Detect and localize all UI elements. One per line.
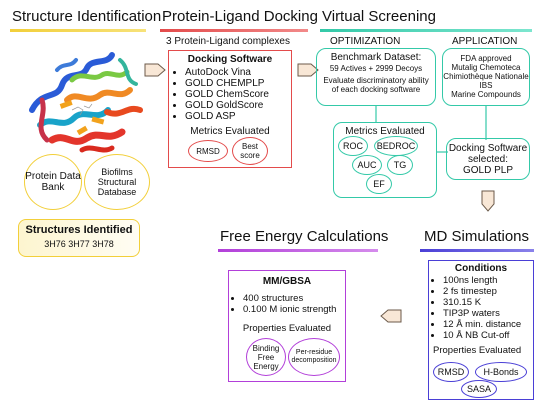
biofilms-database-label: Biofilms Structural Database <box>97 167 137 197</box>
metric-roc-label: ROC <box>343 141 363 151</box>
application-item: Mutalig Chemoteca <box>451 63 521 72</box>
md-properties-title: Properties Evaluated <box>433 345 522 356</box>
md-condition-item: 310.15 K <box>443 297 533 308</box>
arrow-left-icon <box>380 309 402 323</box>
selected-software-line: selected: <box>467 154 509 165</box>
protein-structure-image <box>29 52 143 153</box>
per-residue-oval: Per-residue decomposition <box>288 338 340 376</box>
metric-tg-label: TG <box>393 160 407 170</box>
structure-title: Structure Identification <box>12 8 162 25</box>
metric-tg-oval: TG <box>387 155 413 175</box>
structure-title-underline <box>10 29 146 32</box>
docking-title-underline <box>160 29 308 32</box>
connector-lines <box>375 106 487 140</box>
md-title: MD Simulations <box>424 228 530 245</box>
md-prop-rmsd-label: RMSD <box>437 367 465 377</box>
md-conditions-list: 100ns length 2 fs timestep 310.15 K TIP3… <box>431 275 533 341</box>
mmgbsa-item: 0.100 M ionic strength <box>243 304 345 315</box>
benchmark-title: Benchmark Dataset: <box>330 52 422 63</box>
md-prop-hbonds-label: H-Bonds <box>483 367 519 377</box>
application-item: FDA approved <box>460 54 512 63</box>
application-libraries-box: FDA approved Mutalig Chemoteca Chimiothè… <box>442 48 530 106</box>
metric-best-score-oval: Best score <box>232 137 268 165</box>
selected-software-line: Docking Software <box>448 143 528 154</box>
arrow-right-icon <box>297 63 319 77</box>
md-condition-item: 2 fs timestep <box>443 286 533 297</box>
arrow-right-icon <box>144 63 166 77</box>
md-title-underline <box>420 249 534 252</box>
mmgbsa-item: 400 structures <box>243 293 345 304</box>
optimization-label: OPTIMIZATION <box>330 36 401 47</box>
docking-subtitle: 3 Protein-Ligand complexes <box>166 36 290 47</box>
application-item: Chimiothèque Nationale <box>443 72 529 81</box>
docking-title: Protein-Ligand Docking <box>162 8 318 25</box>
md-prop-rmsd-oval: RMSD <box>433 362 469 382</box>
binding-free-energy-oval: Binding Free Energy <box>246 338 286 376</box>
per-residue-label: Per-residue decomposition <box>291 349 337 364</box>
md-prop-sasa-oval: SASA <box>461 380 497 398</box>
benchmark-description: Evaluate discriminatory ability of each … <box>323 76 429 94</box>
metric-rmsd-label: RMSD <box>196 146 220 156</box>
biofilms-database-node: Biofilms Structural Database <box>84 154 150 210</box>
binding-free-energy-label: Binding Free Energy <box>252 343 280 371</box>
protein-data-bank-node: Protein Data Bank <box>24 154 82 210</box>
metric-rmsd-oval: RMSD <box>188 140 228 162</box>
protein-data-bank-label: Protein Data Bank <box>25 171 81 193</box>
free-energy-title: Free Energy Calculations <box>220 228 389 245</box>
structures-identified-title: Structures Identified <box>25 224 133 236</box>
docking-software-item: GOLD ASP <box>185 111 291 122</box>
docking-software-box: Docking Software AutoDock Vina GOLD CHEM… <box>168 50 292 168</box>
free-energy-title-underline <box>218 249 378 252</box>
docking-software-item: AutoDock Vina <box>185 67 291 78</box>
metric-bedroc-label: BEDROC <box>376 141 416 151</box>
docking-metrics-title: Metrics Evaluated <box>190 126 270 137</box>
md-condition-item: 10 Å NB Cut-off <box>443 330 533 341</box>
mmgbsa-title: MM/GBSA <box>262 276 312 287</box>
md-condition-item: TIP3P waters <box>443 308 533 319</box>
md-conditions-title: Conditions <box>454 263 508 274</box>
metric-best-score-label: Best score <box>240 142 260 160</box>
docking-software-item: GOLD ChemScore <box>185 89 291 100</box>
benchmark-dataset-box: Benchmark Dataset: 59 Actives + 2999 Dec… <box>316 48 436 106</box>
virtual-screening-title: Virtual Screening <box>322 8 436 25</box>
docking-software-item: GOLD CHEMPLP <box>185 78 291 89</box>
metric-bedroc-oval: BEDROC <box>374 136 418 156</box>
application-item: Marine Compounds <box>451 90 521 99</box>
application-item: IBS <box>479 81 493 90</box>
metric-roc-oval: ROC <box>338 136 368 156</box>
selected-software-name: GOLD PLP <box>462 165 514 176</box>
selected-software-box: Docking Software selected: GOLD PLP <box>446 138 530 180</box>
benchmark-counts: 59 Actives + 2999 Decoys <box>329 64 423 73</box>
structures-identified-ids: 3H76 3H77 3H78 <box>44 239 114 249</box>
metric-ef-oval: EF <box>366 174 392 194</box>
metric-auc-label: AUC <box>357 160 377 170</box>
metric-ef-label: EF <box>373 179 385 189</box>
virtual-title-underline <box>320 29 532 32</box>
arrow-down-icon <box>481 190 495 212</box>
structures-identified-box: Structures Identified 3H76 3H77 3H78 <box>18 219 140 257</box>
md-prop-hbonds-oval: H-Bonds <box>475 362 527 382</box>
mmgbsa-box: MM/GBSA 400 structures 0.100 M ionic str… <box>228 270 346 382</box>
md-condition-item: 12 Å min. distance <box>443 319 533 330</box>
vs-metrics-box: Metrics Evaluated <box>333 122 437 198</box>
md-prop-sasa-label: SASA <box>466 384 491 394</box>
vs-metrics-title: Metrics Evaluated <box>345 126 425 137</box>
docking-software-title: Docking Software <box>187 54 273 65</box>
docking-software-list: AutoDock Vina GOLD CHEMPLP GOLD ChemScor… <box>173 67 291 122</box>
docking-software-item: GOLD GoldScore <box>185 100 291 111</box>
mmgbsa-list: 400 structures 0.100 M ionic strength <box>231 293 345 315</box>
application-label: APPLICATION <box>452 36 518 47</box>
metric-auc-oval: AUC <box>352 155 382 175</box>
free-properties-title: Properties Evaluated <box>242 323 332 334</box>
md-condition-item: 100ns length <box>443 275 533 286</box>
